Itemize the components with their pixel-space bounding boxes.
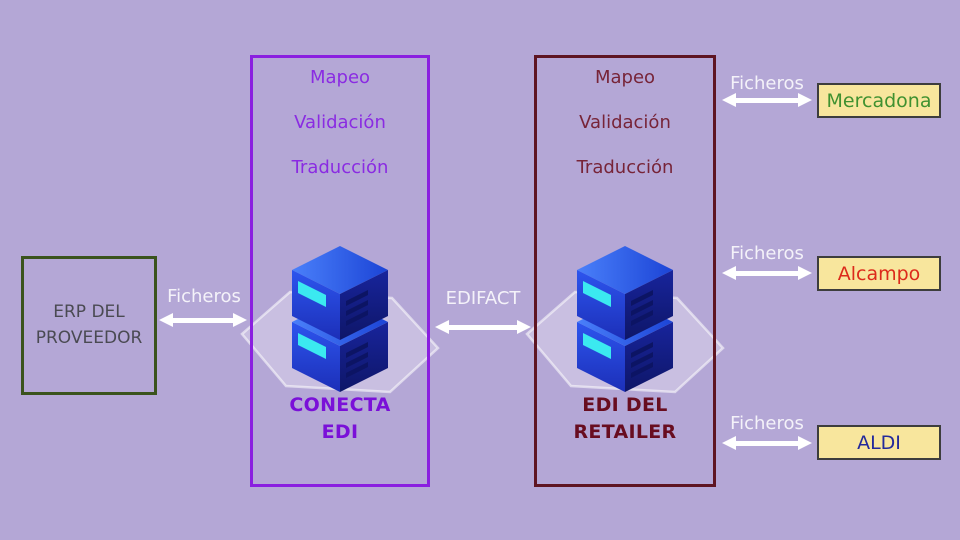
service-mapeo: Mapeo <box>594 67 656 88</box>
double-arrow-edifact <box>435 320 531 334</box>
aldi-box: ALDI <box>817 425 941 460</box>
conecta-services: Mapeo Validación Traducción <box>253 66 427 180</box>
erp-proveedor-box: ERP DEL PROVEEDOR <box>21 256 157 395</box>
aldi-label: ALDI <box>857 431 901 454</box>
edi-retailer-box: Mapeo Validación Traducción EDI DEL RETA… <box>534 55 716 487</box>
mercadona-box: Mercadona <box>817 83 941 118</box>
ficheros-label-erp: Ficheros <box>167 286 241 307</box>
ficheros-label-aldi: Ficheros <box>730 413 804 434</box>
mercadona-label: Mercadona <box>826 89 932 112</box>
double-arrow-alcampo <box>722 266 812 280</box>
service-traduccion: Traducción <box>291 157 389 178</box>
service-traduccion: Traducción <box>576 157 674 178</box>
conecta-edi-title: CONECTA EDI <box>289 394 391 443</box>
service-mapeo: Mapeo <box>309 67 371 88</box>
service-validacion: Validación <box>294 112 386 133</box>
ficheros-label-mercadona: Ficheros <box>730 73 804 94</box>
alcampo-label: Alcampo <box>837 262 921 285</box>
edifact-label: EDIFACT <box>445 288 521 309</box>
edi-retailer-title: EDI DEL RETAILER <box>573 394 677 443</box>
double-arrow-erp-conecta <box>159 313 247 327</box>
ficheros-label-alcampo: Ficheros <box>730 243 804 264</box>
conecta-edi-box: Mapeo Validación Traducción CONECTA EDI <box>250 55 430 487</box>
alcampo-box: Alcampo <box>817 256 941 291</box>
server-stack-icon <box>240 246 440 394</box>
double-arrow-aldi <box>722 436 812 450</box>
retailer-services: Mapeo Validación Traducción <box>537 66 713 180</box>
double-arrow-mercadona <box>722 93 812 107</box>
service-validacion: Validación <box>579 112 671 133</box>
